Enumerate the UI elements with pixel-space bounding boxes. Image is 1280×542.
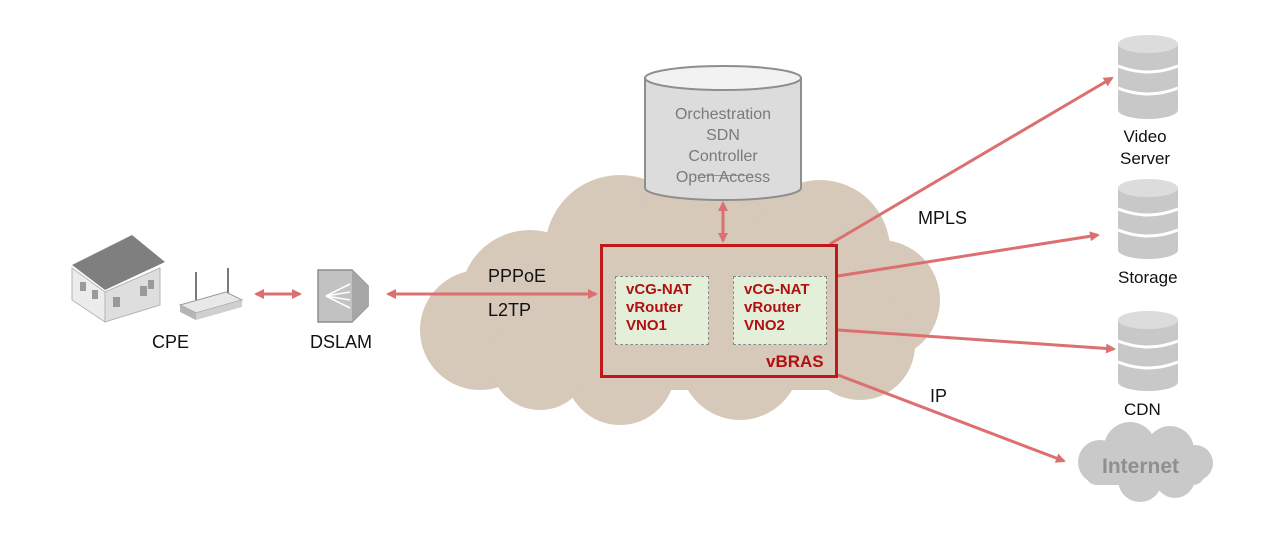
- orchestration-label: Orchestration SDN Controller Open Access: [645, 104, 801, 188]
- vbras-cdn-arrow: [837, 328, 1116, 354]
- orchestration-line-3: Controller: [688, 148, 758, 165]
- mpls-video-arrow: [829, 76, 1114, 246]
- vno1-line-3: VNO1: [626, 317, 667, 334]
- video-server-line-2: Server: [1120, 149, 1171, 168]
- vno2-line-1: vCG-NAT: [744, 281, 810, 298]
- orchestration-line-1: Orchestration: [674, 106, 772, 123]
- orchestration-line-4: Open Access: [675, 169, 771, 186]
- storage-label: Storage: [1118, 268, 1178, 287]
- vno2-line-2: vRouter: [744, 299, 801, 316]
- dslam-icon: [317, 269, 369, 323]
- cpe-label: CPE: [152, 332, 190, 352]
- vno1-line-2: vRouter: [626, 299, 683, 316]
- video-server-label: Video Server: [1120, 126, 1170, 170]
- internet-cloud: [1078, 422, 1213, 502]
- pppoe-label: PPPoE: [488, 266, 547, 286]
- cdn-label: CDN: [1124, 400, 1161, 419]
- l2tp-label: L2TP: [488, 300, 532, 320]
- dslam-label: DSLAM: [310, 332, 373, 352]
- vno2-line-3: VNO2: [744, 317, 785, 334]
- vbras-box: [600, 244, 838, 378]
- vno1-line-1: vCG-NAT: [626, 281, 692, 298]
- mpls-storage-arrow: [837, 231, 1100, 278]
- ip-label: IP: [930, 386, 948, 406]
- video-server-database-icon: [1117, 35, 1179, 119]
- mpls-label: MPLS: [918, 208, 968, 228]
- storage-database-icon: [1117, 179, 1179, 259]
- vbras-label: vBRAS: [766, 352, 824, 371]
- vno1-box: vCG-NAT vRouter VNO1: [615, 276, 709, 345]
- orchestration-database: [644, 65, 802, 201]
- vno2-box: vCG-NAT vRouter VNO2: [733, 276, 827, 345]
- ip-internet-arrow: [837, 373, 1066, 463]
- cdn-database-icon: [1117, 311, 1179, 391]
- house-icon: [71, 235, 165, 323]
- video-server-line-1: Video: [1123, 127, 1167, 146]
- orchestration-line-2: SDN: [706, 127, 740, 144]
- router-icon: [178, 268, 244, 320]
- internet-label: Internet: [1102, 455, 1180, 478]
